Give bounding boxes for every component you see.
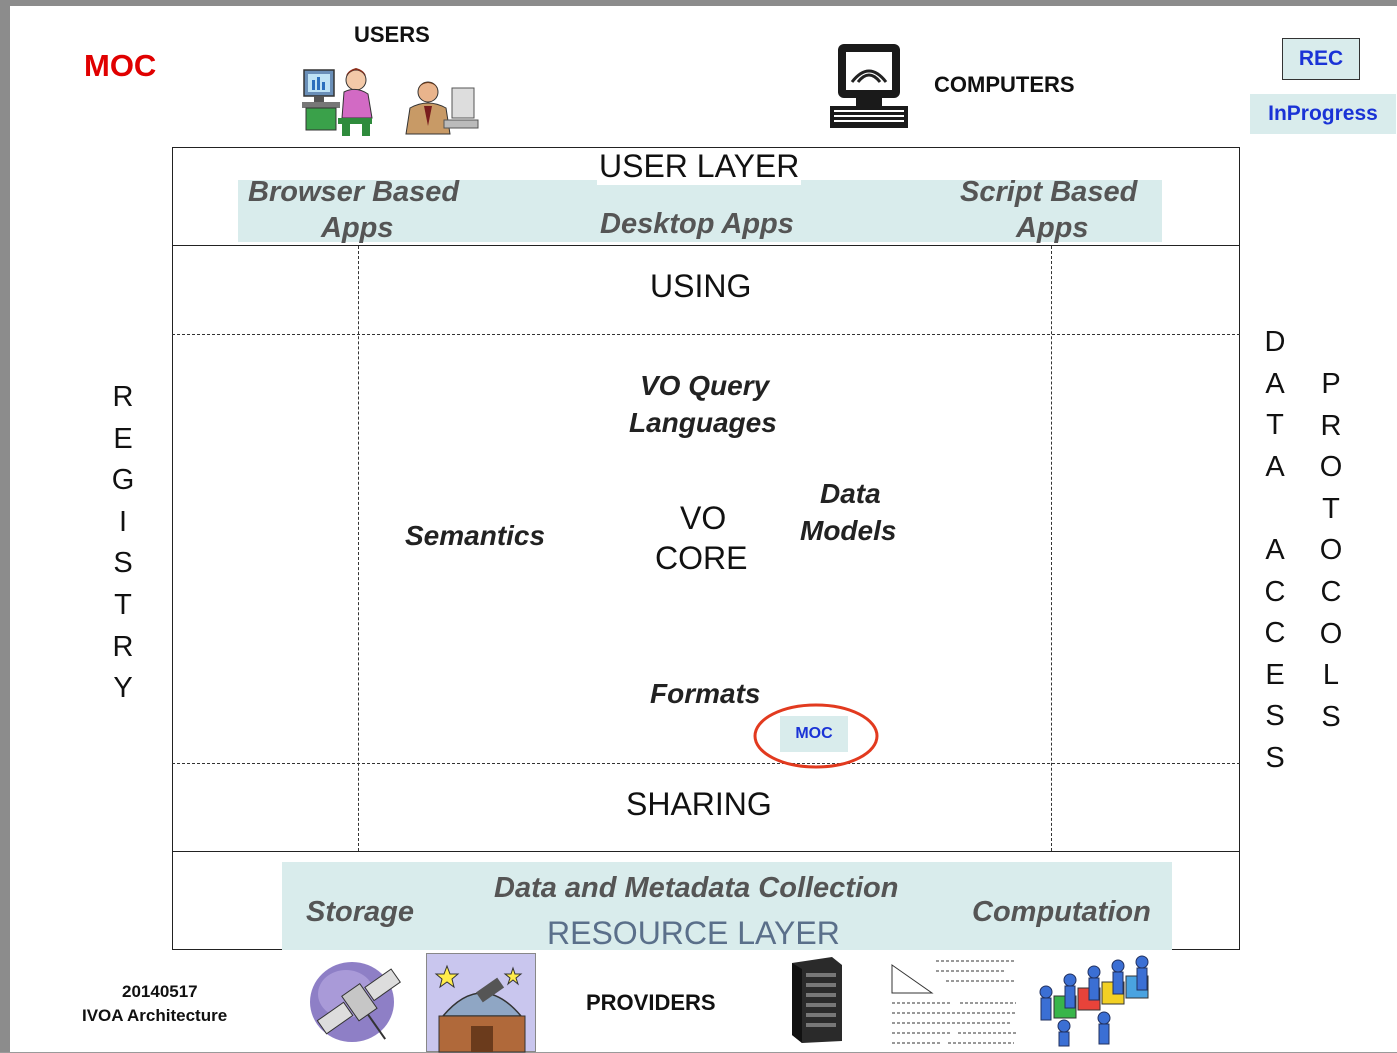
using-label: USING [650, 268, 752, 304]
query-languages-line2: Languages [629, 407, 777, 438]
sharing-divider [172, 763, 1240, 764]
user-layer-title: USER LAYER [597, 148, 802, 185]
browser-apps-line1: Browser Based [248, 176, 460, 208]
right-column-divider [1051, 246, 1052, 851]
computation-label: Computation [972, 896, 1151, 928]
script-apps-line2: Apps [1016, 212, 1089, 244]
desktop-apps: Desktop Apps [600, 208, 794, 240]
computer-terminal-icon [828, 42, 910, 130]
page-title: MOC [84, 48, 157, 83]
team-puzzle-icon [1036, 952, 1160, 1048]
user-layer-apps-panel [238, 180, 1162, 242]
providers-label: PROVIDERS [586, 990, 716, 1015]
resource-layer-panel [282, 862, 1172, 950]
inprogress-badge: InProgress [1250, 94, 1396, 134]
using-divider [172, 334, 1240, 335]
vo-core-line2: CORE [655, 540, 748, 576]
formulas-icon [886, 953, 1024, 1047]
user-at-computer-icon [302, 62, 378, 136]
rec-badge: REC [1282, 38, 1360, 80]
formats-label: Formats [650, 678, 761, 709]
footer-date: 20140517 [122, 982, 198, 1001]
user-at-desk-icon [404, 78, 480, 136]
storage-label: Storage [306, 896, 414, 928]
moc-standard-badge: MOC [780, 716, 848, 752]
data-models-line1: Data [820, 478, 881, 509]
vo-core-line1: VO [680, 500, 727, 536]
script-apps-line1: Script Based [960, 176, 1138, 208]
collection-label: Data and Metadata Collection [494, 872, 899, 904]
server-rack-icon [788, 955, 846, 1045]
moc-badge-label: MOC [795, 725, 833, 742]
data-models-line2: Models [800, 515, 897, 546]
inprogress-label: InProgress [1268, 102, 1378, 125]
resource-layer-title: RESOURCE LAYER [547, 915, 840, 951]
sharing-label: SHARING [626, 786, 772, 822]
users-label: USERS [354, 22, 430, 47]
browser-apps-line2: Apps [321, 212, 394, 244]
left-column-divider [358, 246, 359, 851]
observatory-icon [426, 953, 536, 1053]
query-languages-line1: VO Query [640, 370, 770, 401]
highlight-circle [753, 703, 879, 769]
computers-label: COMPUTERS [934, 72, 1075, 97]
satellite-icon [306, 952, 410, 1052]
footer-doc: IVOA Architecture [82, 1006, 228, 1025]
resource-layer-divider [172, 851, 1240, 852]
semantics-label: Semantics [405, 520, 546, 551]
rec-label: REC [1298, 47, 1344, 70]
user-layer-divider [172, 245, 1240, 246]
